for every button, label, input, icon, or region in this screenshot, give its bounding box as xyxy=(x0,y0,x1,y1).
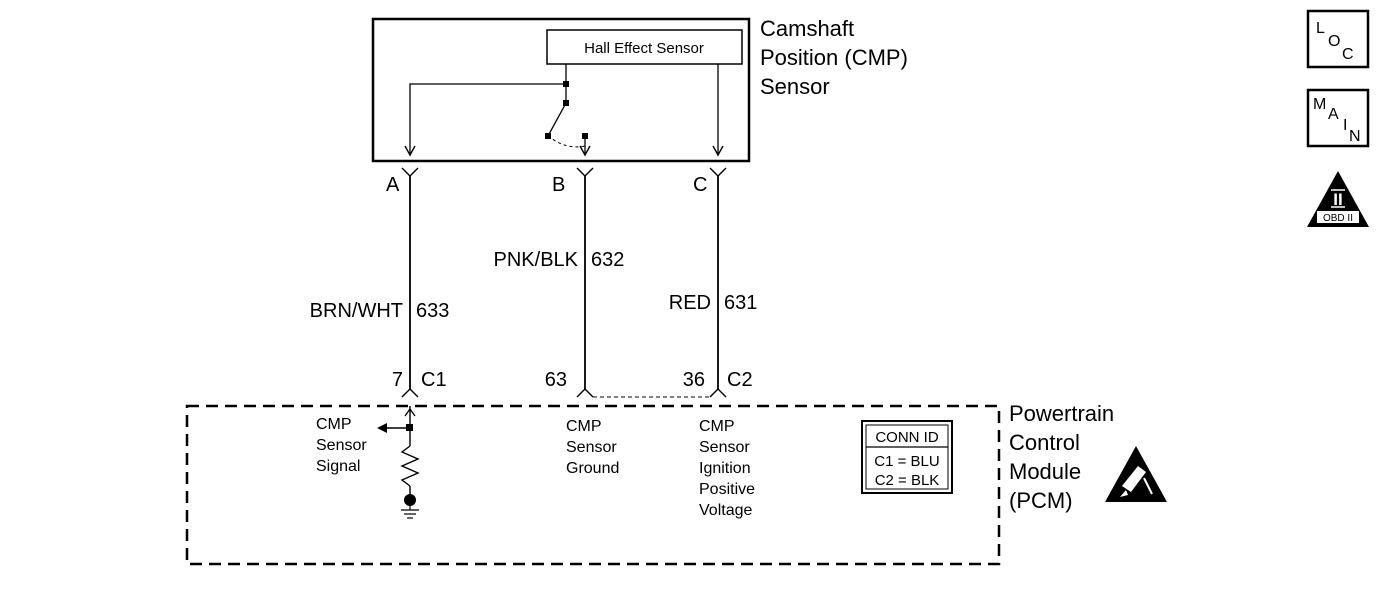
loc-letter-o: O xyxy=(1328,33,1340,50)
harness: A B C BRN/WHT 633 PNK/BLK 632 RED 631 7 … xyxy=(310,167,757,398)
conn-id-header: CONN ID xyxy=(875,429,939,446)
pcm: CMP Sensor Signal CMP Sensor Ground CMP … xyxy=(185,401,1167,566)
cmp-sensor-title-line-2: Position (CMP) xyxy=(760,45,908,70)
pcm-pin-36: 36 xyxy=(683,369,705,391)
obd-ii-label-box xyxy=(1317,211,1359,223)
signal-input-arrow xyxy=(404,407,416,417)
switch-node-1 xyxy=(563,81,569,87)
wire-632-color: PNK/BLK xyxy=(494,249,579,271)
ground-arrow-head xyxy=(579,145,591,157)
conn-id-row-c2: C2 = BLK xyxy=(875,472,940,489)
signal-branch-arrow xyxy=(377,423,387,433)
conn-id-row-c1: C1 = BLU xyxy=(874,453,939,470)
signal-label-line-1: CMP xyxy=(316,416,352,433)
sensor-pin-b: B xyxy=(552,174,565,196)
sensor-connector-c xyxy=(709,167,727,177)
pcm-connector-c2: C2 xyxy=(727,369,753,391)
signal-arrow-head xyxy=(404,145,416,157)
pcm-connector-7 xyxy=(401,388,419,398)
main-letter-m: M xyxy=(1313,96,1326,113)
main-letter-i: I xyxy=(1343,117,1347,134)
pcm-connector-36 xyxy=(709,388,727,398)
switch-blade xyxy=(547,102,567,137)
loc-icon[interactable]: L O C xyxy=(1306,9,1370,69)
ground-node xyxy=(404,494,416,506)
hall-effect-sensor-box xyxy=(546,29,743,65)
switch-dashed-link xyxy=(547,135,586,148)
conn-id-outer xyxy=(861,420,953,494)
pcm-title-line-4: (PCM) xyxy=(1009,488,1073,513)
voltage-label-line-1: CMP xyxy=(699,418,735,435)
wire-632-circuit: 632 xyxy=(591,249,624,271)
obd-ii-roman: II xyxy=(1333,190,1342,209)
cmp-sensor-title-line-1: Camshaft xyxy=(760,16,854,41)
cmp-sensor-title-line-3: Sensor xyxy=(760,74,830,99)
voltage-label-line-5: Voltage xyxy=(699,502,752,519)
pcm-pin-7: 7 xyxy=(392,369,403,391)
signal-label-line-3: Signal xyxy=(316,458,360,475)
cmp-sensor: Hall Effect Sensor Camshaft Position (CM… xyxy=(371,16,908,163)
sensor-connector-b xyxy=(576,167,594,177)
switch-node-2 xyxy=(563,100,569,106)
esd-warning-icon xyxy=(1105,446,1167,502)
voltage-arrow-head xyxy=(712,145,724,157)
obd-ii-icon[interactable]: II OBD II xyxy=(1307,171,1369,227)
signal-junction-node xyxy=(406,424,413,431)
conn-id-table: CONN ID C1 = BLU C2 = BLK xyxy=(861,420,953,494)
pcm-title-line-2: Control xyxy=(1009,430,1080,455)
main-letter-n: N xyxy=(1349,128,1361,145)
voltage-label-line-3: Ignition xyxy=(699,460,751,477)
pull-down-resistor xyxy=(400,445,420,487)
wire-633-color: BRN/WHT xyxy=(310,300,403,322)
pcm-pin-63: 63 xyxy=(545,369,567,391)
conn-id-inner xyxy=(865,424,949,490)
cmp-sensor-housing xyxy=(371,17,751,163)
voltage-label-line-4: Positive xyxy=(699,481,755,498)
loc-letter-c: C xyxy=(1342,46,1354,63)
sensor-pin-a: A xyxy=(386,174,400,196)
signal-internal-wire xyxy=(409,64,567,153)
switch-node-4 xyxy=(582,133,588,139)
voltage-label-line-2: Sensor xyxy=(699,439,750,456)
wire-633-circuit: 633 xyxy=(416,300,449,322)
wire-631-color: RED xyxy=(669,292,711,314)
loc-letter-l: L xyxy=(1316,20,1325,37)
ground-label-line-1: CMP xyxy=(566,418,602,435)
wire-631-circuit: 631 xyxy=(724,292,757,314)
main-icon[interactable]: M A I N xyxy=(1306,88,1370,148)
switch-node-3 xyxy=(545,133,551,139)
ground-label-line-2: Sensor xyxy=(566,439,617,456)
pcm-connector-c1: C1 xyxy=(421,369,447,391)
pcm-title-line-3: Module xyxy=(1009,459,1081,484)
pcm-boundary xyxy=(185,404,1001,566)
sensor-pin-c: C xyxy=(693,174,707,196)
hall-effect-sensor-label: Hall Effect Sensor xyxy=(584,40,704,57)
main-letter-a: A xyxy=(1328,106,1339,123)
signal-label-line-2: Sensor xyxy=(316,437,367,454)
obd-ii-label: OBD II xyxy=(1323,213,1353,224)
pcm-connector-63 xyxy=(576,388,594,398)
sensor-connector-a xyxy=(401,167,419,177)
pcm-title-line-1: Powertrain xyxy=(1009,401,1114,426)
ground-label-line-3: Ground xyxy=(566,460,619,477)
